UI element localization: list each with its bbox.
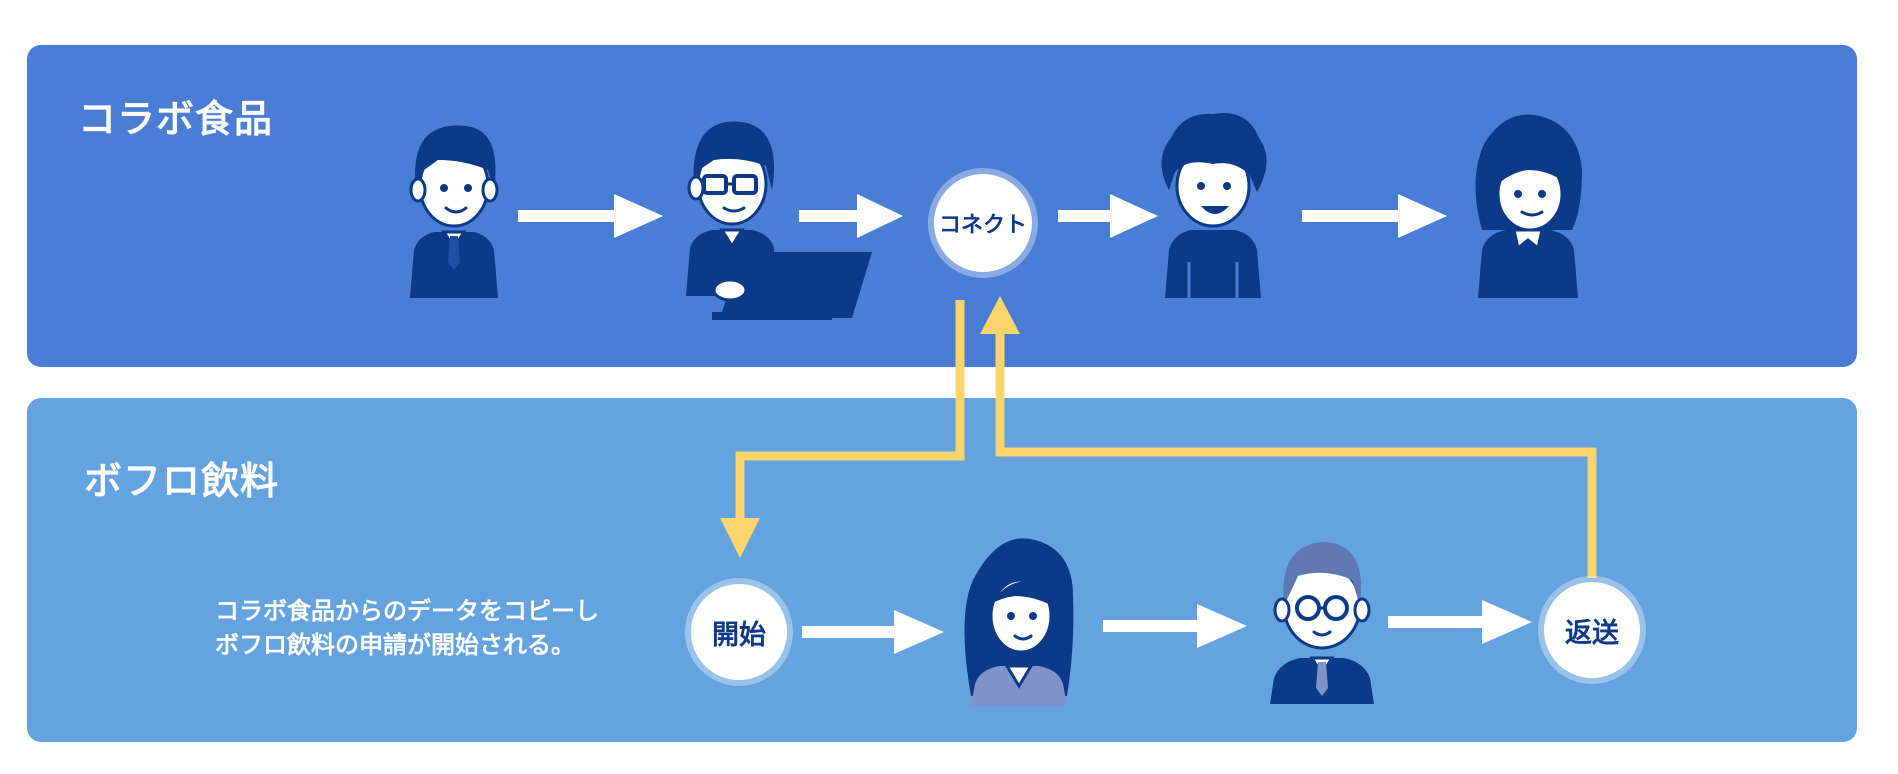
return-to-connect-line xyxy=(995,328,1597,578)
right-arrow-icon xyxy=(799,194,903,238)
right-arrow-icon xyxy=(1058,194,1158,238)
woman-bob-hair-icon xyxy=(1475,114,1582,298)
flow-description-line-1: コラボ食品からのデータをコピーし xyxy=(215,597,599,625)
right-arrow-icon xyxy=(1302,194,1447,238)
lane-title-collabo-foods: コラボ食品 xyxy=(78,97,274,141)
flow-description: コラボ食品からのデータをコピーし ボフロ飲料の申請が開始される。 xyxy=(215,594,599,662)
start-node: 開始 xyxy=(691,584,787,680)
right-arrow-icon xyxy=(1103,604,1247,648)
down-arrowhead-icon xyxy=(720,518,760,558)
lane-title-bofuro-drinks: ボフロ飲料 xyxy=(84,459,280,503)
person-curly-hair-icon xyxy=(1161,113,1267,298)
connect-node: コネクト xyxy=(934,174,1032,272)
connect-to-start-line xyxy=(735,300,965,522)
yellow-connector-lines xyxy=(735,300,1597,578)
right-arrow-icon xyxy=(518,194,663,238)
right-arrow-icon xyxy=(1388,600,1532,644)
woman-long-hair-icon xyxy=(964,538,1074,706)
right-arrow-icon xyxy=(802,610,944,654)
return-node: 返送 xyxy=(1544,582,1640,678)
flow-description-line-2: ボフロ飲料の申請が開始される。 xyxy=(215,631,575,659)
man-suit-icon xyxy=(409,125,499,298)
man-glasses-laptop-icon xyxy=(686,121,872,320)
senior-man-glasses-icon xyxy=(1270,542,1374,704)
up-arrowhead-icon xyxy=(980,296,1020,334)
